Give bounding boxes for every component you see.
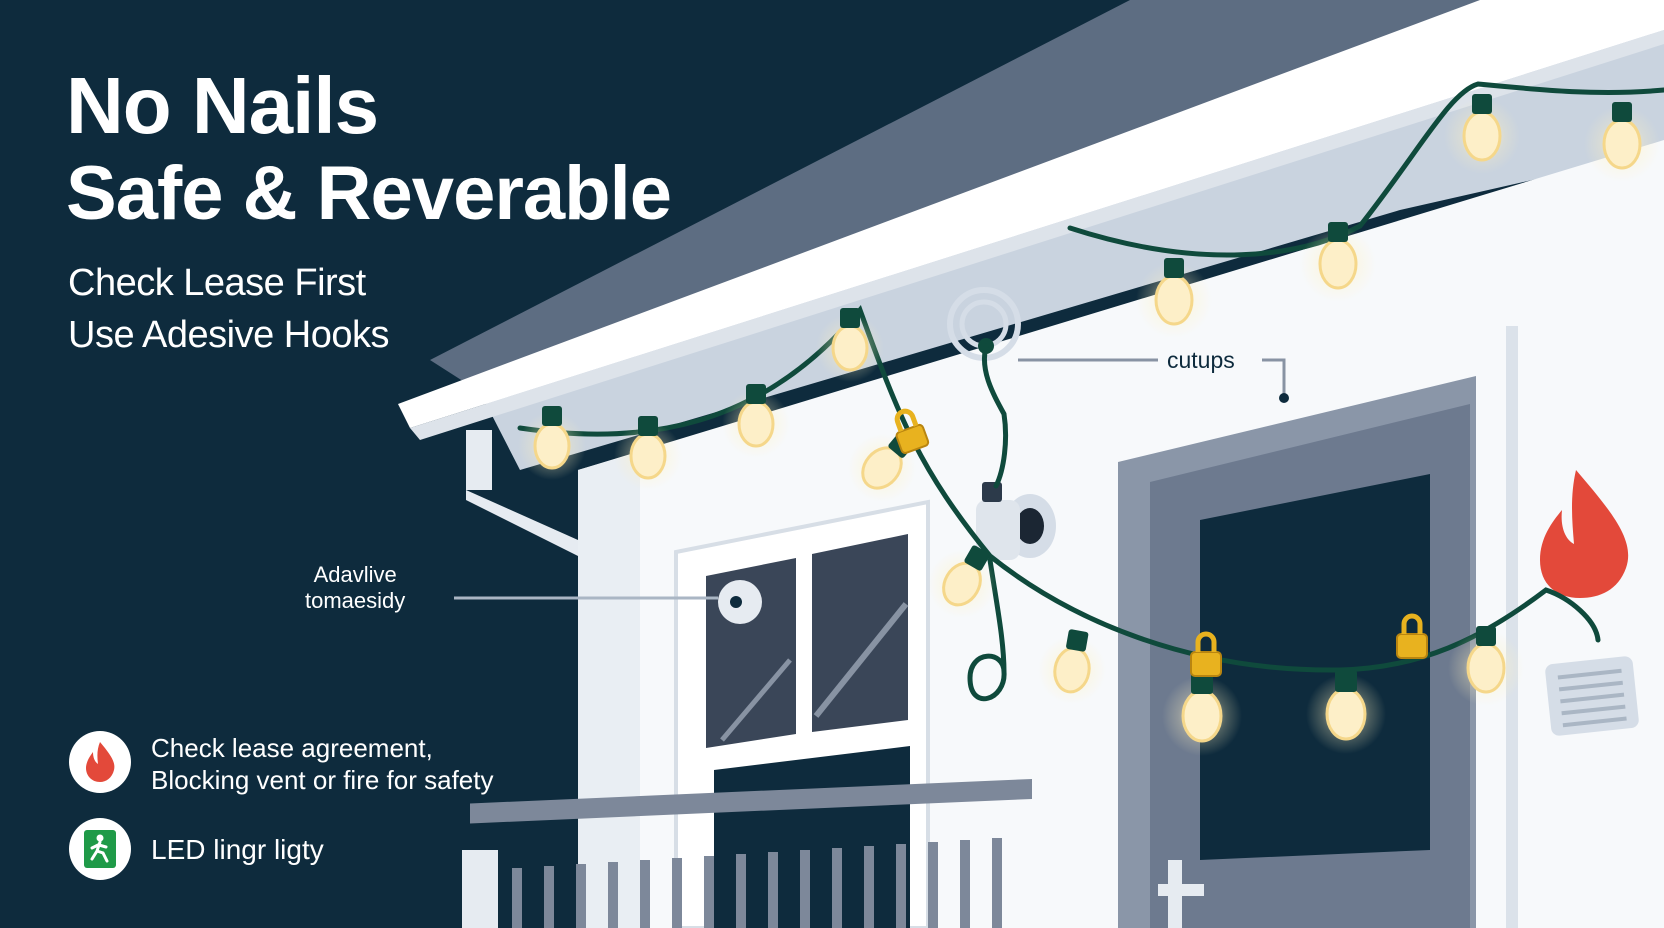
bulb (722, 384, 790, 458)
balcony-rail-top (470, 778, 1032, 824)
bulb (1162, 672, 1242, 756)
hook-callout-line-2: tomaesidy (305, 588, 406, 613)
bulb (816, 308, 884, 382)
roof-fascia (398, 0, 1664, 428)
window-reflection-2 (720, 658, 792, 742)
tip-led-text: LED lingr ligty (151, 834, 324, 865)
window-reflection (813, 602, 909, 718)
wall-shade (578, 452, 640, 928)
bulb (614, 416, 682, 490)
gutter-end (466, 490, 578, 556)
bulb (1136, 258, 1212, 338)
hook-callout-line-1: Adavlive (313, 562, 397, 587)
balcony-balusters (512, 838, 1002, 928)
headline-line-2: Safe & Reverable (66, 151, 672, 236)
light-string-wires (517, 81, 1664, 702)
bulb (1584, 102, 1660, 182)
bulb (928, 545, 996, 618)
bulb (1444, 94, 1520, 174)
tip-fire-line-1: Check lease agreement, (151, 733, 433, 763)
tip-fire-badge (69, 731, 131, 793)
outdoor-outlet (976, 482, 1056, 560)
headline-line-1: No Nails (66, 61, 379, 150)
tip-exit-badge (69, 818, 131, 880)
flame-icon (86, 742, 115, 782)
bulb (1306, 670, 1386, 754)
flame-icon (1540, 470, 1629, 598)
balcony-post (462, 850, 498, 928)
adhesive-clips (894, 408, 1428, 677)
corner-trim (1506, 326, 1518, 928)
hook-callout-label: Adavlive tomaesidy (305, 562, 405, 614)
bulb (1038, 629, 1106, 704)
bulb (1300, 222, 1376, 302)
wall-vent (1545, 656, 1639, 736)
door-window (1200, 474, 1430, 860)
outlet-callout-label: cutups (1167, 347, 1235, 373)
window-glass-right (812, 534, 908, 732)
tip-fire-line-2: Blocking vent or fire for safety (151, 765, 494, 795)
callout-line-outlet (1018, 358, 1289, 403)
bulb (518, 406, 586, 480)
roof-fascia-shadow (410, 30, 1664, 440)
string-light-bulbs (518, 94, 1660, 756)
tip-fire-text: Check lease agreement, Blocking vent or … (151, 732, 493, 796)
door-handle-bar (1158, 884, 1204, 896)
subheadline-line-2: Use Adesive Hooks (68, 314, 390, 356)
gutter (466, 430, 492, 490)
exit-sign-icon (84, 830, 116, 868)
bulb (1448, 626, 1524, 706)
adhesive-hook-marker (718, 580, 762, 624)
bulb (848, 432, 916, 502)
subheadline-line-1: Check Lease First (68, 262, 366, 304)
